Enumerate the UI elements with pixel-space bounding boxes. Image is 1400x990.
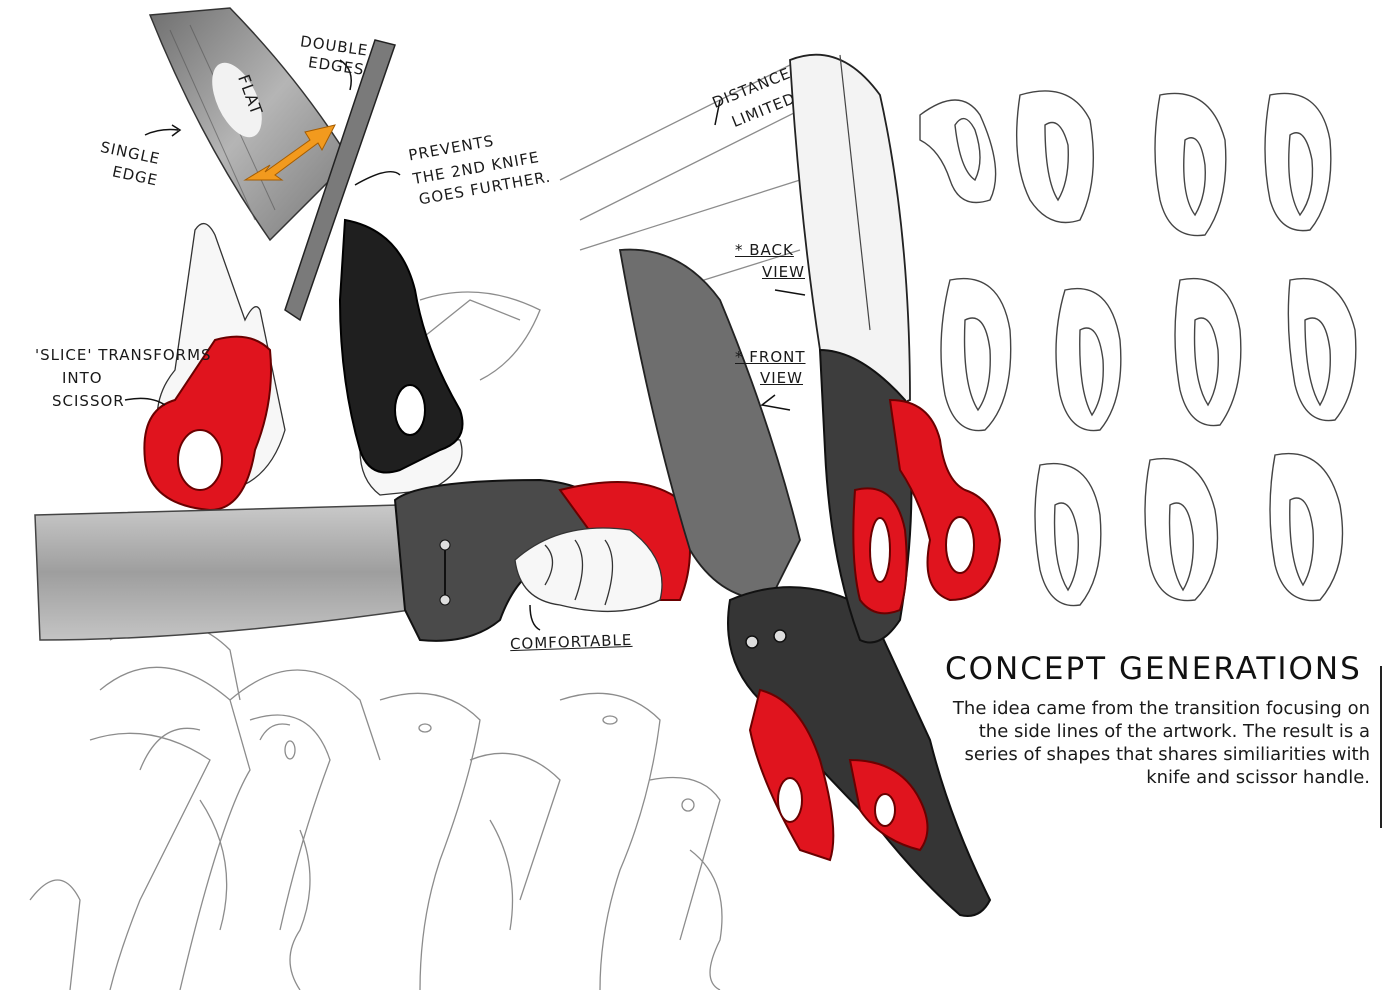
annotation-slice-1: 'SLICE' TRANSFORMS <box>35 346 212 364</box>
annotation-back-view-1: * BACK <box>735 241 794 259</box>
knife-back-view <box>789 53 1002 644</box>
panel-divider <box>1380 666 1382 828</box>
black-handle-center <box>338 218 464 474</box>
annotation-slice-3: SCISSOR <box>52 392 125 410</box>
annotation-back-view-2: VIEW <box>762 263 805 281</box>
panel-description: The idea came from the transition focusi… <box>952 698 1370 788</box>
annotation-slice-2: INTO <box>62 369 103 387</box>
knife-front-view <box>618 248 992 917</box>
annotation-arrows <box>124 59 806 631</box>
annotation-comfortable: COMFORTABLE <box>509 630 633 654</box>
gripping-hand-sketch <box>514 527 663 613</box>
annotation-front-view-1: * FRONT <box>735 348 806 366</box>
concept-handle-grid <box>919 90 1357 607</box>
annotation-front-view-2: VIEW <box>760 369 803 387</box>
panel-title: CONCEPT GENERATIONS <box>945 651 1362 687</box>
red-handle-left <box>143 335 272 512</box>
orange-arrow-icon <box>243 124 336 181</box>
scissor-blade-right <box>284 39 396 322</box>
